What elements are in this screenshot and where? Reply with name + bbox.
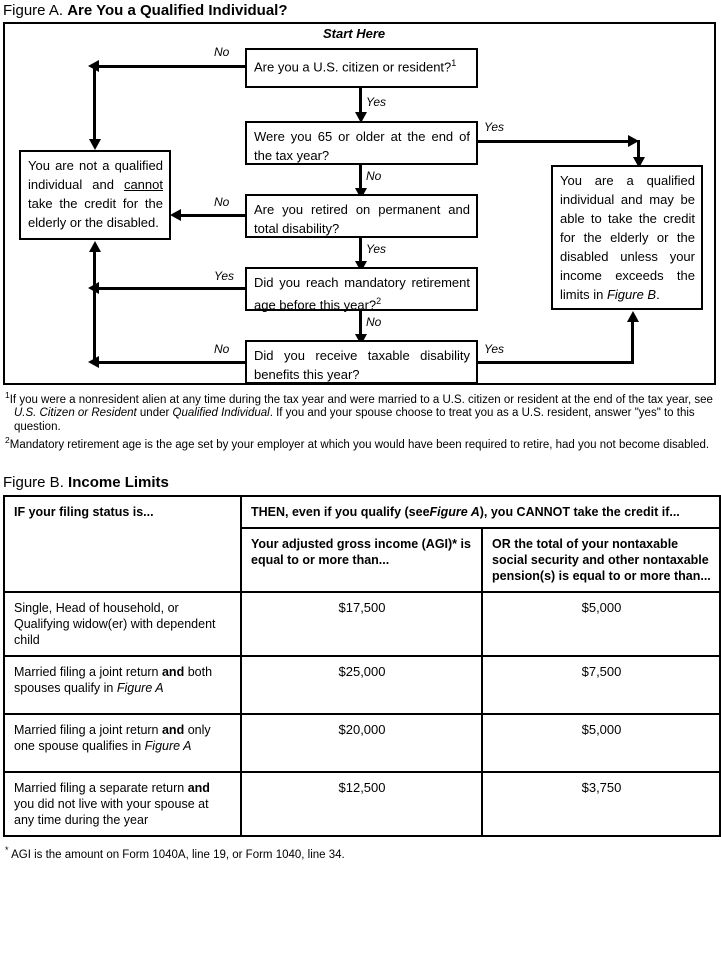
arrowhead-q2-no: [355, 188, 367, 199]
figure-b-title: Figure B. Income Limits: [3, 474, 169, 491]
edge-label-q4-no: No: [366, 315, 382, 329]
table-header-row-cols: Your adjusted gross income (AGI)* is equ…: [4, 527, 721, 593]
connector-q2-no-vertical: [359, 165, 362, 191]
then-header-pre: THEN, even if you qualify (see: [251, 505, 430, 519]
figure-a-label: Figure A.: [3, 2, 64, 19]
flow-box-q3-disability: Are you retired on permanent and total d…: [245, 194, 478, 238]
qualified-figure-ref: Figure B: [606, 287, 657, 302]
flow-box-q1-footnote-marker: 1: [451, 58, 457, 68]
arrowhead-into-qualified: [633, 157, 645, 168]
connector-q3-no-horizontal: [180, 214, 245, 217]
arrowhead-q4-no: [355, 334, 367, 345]
not-qualified-text-2: take the credit for the elderly or the d…: [28, 196, 163, 230]
connector-q5-yes-vertical: [631, 322, 634, 364]
connector-q4-yes-horizontal: [97, 287, 245, 290]
table-cell-status: Married filing a separate return and you…: [3, 771, 242, 837]
flow-box-q4-text: Did you reach mandatory retirement age b…: [254, 275, 470, 313]
qualified-text-1: You are a qualified individual and may b…: [560, 173, 695, 302]
table-cell-nontaxable: $5,000: [481, 713, 721, 773]
figure-a-name: Are You a Qualified Individual?: [67, 2, 288, 19]
table-cell-agi: $25,000: [240, 655, 483, 715]
edge-label-q4-yes: Yes: [214, 269, 235, 283]
connector-q3-yes-vertical: [359, 238, 362, 264]
arrowhead-q3-yes: [355, 261, 367, 272]
not-qualified-cannot: cannot: [123, 177, 163, 192]
table-header-filing-status: IF your filing status is...: [3, 495, 242, 593]
figure-b-name: Income Limits: [68, 474, 169, 491]
figure-a-flowchart-frame: [3, 22, 716, 385]
income-limits-table: IF your filing status is... THEN, even i…: [3, 495, 721, 837]
footnote-1-marker: 1: [5, 390, 10, 400]
table-cell-status: Single, Head of household, or Qualifying…: [3, 591, 242, 657]
flow-box-q5-taxable-disability: Did you receive taxable disability benef…: [245, 340, 478, 384]
then-header-figure-ref: Figure A: [429, 505, 480, 519]
arrowhead-q3-no: [170, 209, 181, 221]
edge-label-q5-yes: Yes: [484, 342, 505, 356]
table-cell-agi: $12,500: [240, 771, 483, 837]
not-qualified-text-1: You are not a qualified individual and: [28, 158, 163, 192]
arrowhead-into-not-qualified: [89, 139, 101, 150]
footnote-1-text: If you were a nonresident alien at any t…: [9, 393, 713, 433]
connector-q5-yes-horizontal: [478, 361, 634, 364]
connector-q1-no-horizontal: [97, 65, 245, 68]
edge-label-q1-yes: Yes: [366, 95, 387, 109]
footnote-2-text: Mandatory retirement age is the age set …: [9, 439, 710, 452]
connector-left-spine-vertical: [93, 251, 96, 363]
edge-label-q5-no: No: [214, 342, 230, 356]
table-footnote-marker: *: [5, 845, 9, 855]
flow-box-q4-mandatory-retirement: Did you reach mandatory retirement age b…: [245, 267, 478, 313]
table-header-then-span: THEN, even if you qualify (seeFigure A),…: [240, 495, 721, 529]
connector-q1-no-vertical: [93, 65, 96, 141]
flow-box-not-qualified: You are not a qualified individual and c…: [19, 150, 171, 240]
figure-a-title: Figure A. Are You a Qualified Individual…: [3, 2, 288, 19]
table-row: Married filing a separate return and you…: [3, 771, 721, 837]
flow-box-q2-age65: Were you 65 or older at the end of the t…: [245, 121, 478, 165]
footnote-2-marker: 2: [5, 435, 10, 446]
figure-b-label: Figure B.: [3, 474, 64, 491]
edge-label-q3-no: No: [214, 195, 230, 209]
table-cell-nontaxable: $3,750: [481, 771, 721, 837]
table-header-row-span: IF your filing status is... THEN, even i…: [3, 495, 721, 593]
flow-box-q1-citizen: Are you a U.S. citizen or resident?1: [245, 48, 478, 88]
arrowhead-q1-yes: [355, 112, 367, 123]
table-cell-agi: $17,500: [240, 591, 483, 657]
table-header-agi: Your adjusted gross income (AGI)* is equ…: [240, 527, 483, 593]
connector-q2-yes-vertical: [637, 140, 640, 160]
flow-box-q1-text: Are you a U.S. citizen or resident?: [254, 59, 452, 75]
connector-q5-no-horizontal: [97, 361, 245, 364]
table-footnote: * AGI is the amount on Form 1040A, line …: [5, 843, 345, 862]
table-cell-nontaxable: $5,000: [481, 591, 721, 657]
table-cell-status: Married filing a joint return and both s…: [3, 655, 242, 715]
start-here-label: Start Here: [323, 26, 386, 41]
figure-a-footnotes: 1If you were a nonresident alien at any …: [5, 389, 719, 453]
then-header-post: ), you CANNOT take the credit if...: [479, 505, 680, 519]
edge-label-q1-no: No: [214, 45, 230, 59]
arrowhead-q5-yes-up: [627, 311, 639, 322]
connector-q1-yes-vertical: [359, 88, 362, 115]
edge-label-q2-yes: Yes: [484, 120, 505, 134]
table-cell-nontaxable: $7,500: [481, 655, 721, 715]
table-cell-agi: $20,000: [240, 713, 483, 773]
edge-label-q2-no: No: [366, 169, 382, 183]
arrowhead-q2-yes-right: [628, 135, 639, 147]
table-row: Married filing a joint return and only o…: [3, 713, 721, 773]
connector-q2-yes-horizontal: [478, 140, 634, 143]
table-header-nontaxable: OR the total of your nontaxable social s…: [481, 527, 721, 593]
table-footnote-text: AGI is the amount on Form 1040A, line 19…: [8, 848, 345, 861]
footnote-2: 2Mandatory retirement age is the age set…: [5, 434, 719, 452]
table-cell-status: Married filing a joint return and only o…: [3, 713, 242, 773]
table-row: Single, Head of household, or Qualifying…: [3, 591, 721, 657]
connector-q4-no-vertical: [359, 311, 362, 337]
edge-label-q3-yes: Yes: [366, 242, 387, 256]
footnote-1: 1If you were a nonresident alien at any …: [5, 389, 719, 434]
flow-box-qualified: You are a qualified individual and may b…: [551, 165, 703, 310]
table-row: Married filing a joint return and both s…: [3, 655, 721, 715]
flow-box-q4-footnote-marker: 2: [376, 296, 382, 306]
qualified-text-2: .: [656, 287, 660, 302]
arrowhead-left-spine-up: [89, 241, 101, 252]
